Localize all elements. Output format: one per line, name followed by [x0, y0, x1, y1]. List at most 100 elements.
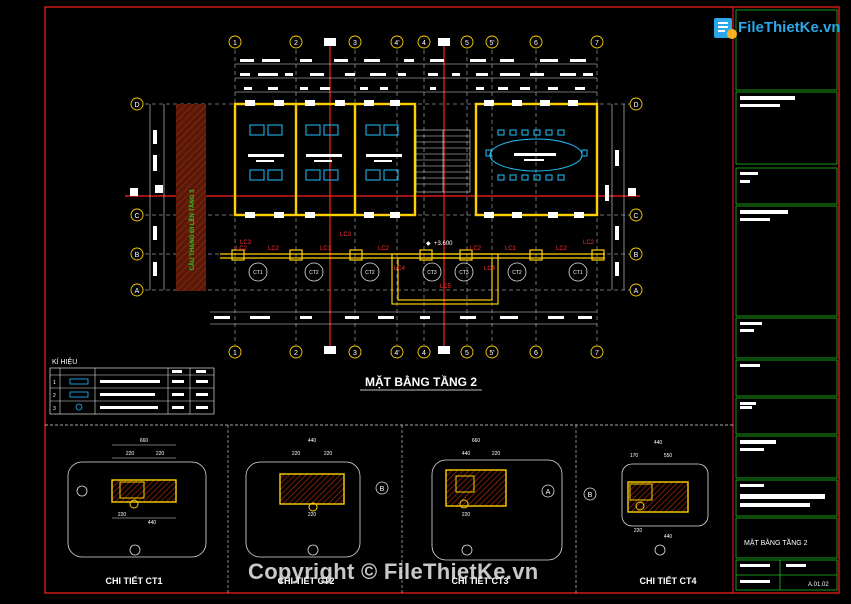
svg-text:CT2: CT2 [365, 270, 375, 276]
section-lines [125, 40, 640, 350]
dimension-text [153, 59, 619, 319]
axis-bubbles-side: DC BA DC BA [130, 97, 643, 297]
svg-text:220: 220 [634, 528, 643, 534]
detail-ct3-title: CHI TIẾT CT3 [451, 576, 508, 586]
brand-icon [714, 18, 737, 39]
svg-text:LC1: LC1 [505, 246, 517, 252]
svg-text:220: 220 [292, 451, 301, 457]
svg-text:6: 6 [534, 350, 538, 357]
left-stair-block: CẦU THANG ĐI LÊN TẦNG 3 [176, 104, 206, 291]
svg-text:220: 220 [156, 451, 165, 457]
svg-text:LC2: LC2 [378, 246, 390, 252]
svg-text:5': 5' [489, 40, 494, 47]
column-labels: CT1 CT2 CT2 CT3 CT3 CT2 CT1 [253, 270, 583, 276]
column-footings [248, 262, 588, 282]
stair-label: CẦU THANG ĐI LÊN TẦNG 3 [188, 189, 196, 271]
svg-text:C: C [633, 213, 638, 220]
detail-ct1-title: CHI TIẾT CT1 [105, 576, 162, 586]
svg-text:D: D [633, 102, 638, 109]
svg-text:LC4: LC4 [484, 266, 496, 272]
svg-text:220: 220 [462, 512, 471, 518]
svg-text:440: 440 [148, 520, 157, 526]
svg-text:CT3: CT3 [427, 270, 437, 276]
legend-title: KÍ HIỆU [52, 357, 77, 366]
svg-text:440: 440 [654, 440, 663, 446]
svg-text:D: D [134, 102, 139, 109]
svg-text:440: 440 [308, 438, 317, 444]
section-marks [324, 38, 450, 354]
svg-text:440: 440 [664, 534, 673, 540]
svg-text:◆: ◆ [426, 241, 431, 247]
svg-text:5: 5 [465, 40, 469, 47]
openings [130, 100, 636, 218]
svg-text:B: B [588, 492, 593, 499]
svg-text:LC2: LC2 [268, 246, 280, 252]
svg-text:LC3: LC3 [240, 240, 252, 246]
svg-text:LC2: LC2 [583, 240, 595, 246]
detail-ct3: A 660 440 220 220 CHI TIẾT CT3 [431, 438, 563, 586]
svg-text:LC2: LC2 [556, 246, 568, 252]
svg-text:7: 7 [595, 40, 599, 47]
svg-text:A: A [634, 288, 639, 295]
svg-text:220: 220 [126, 451, 135, 457]
grid-lines [145, 50, 630, 345]
svg-text:CT2: CT2 [512, 270, 522, 276]
svg-text:660: 660 [140, 438, 149, 444]
svg-text:170: 170 [630, 453, 639, 459]
svg-text:3: 3 [53, 406, 56, 412]
central-stair [415, 129, 471, 193]
svg-text:5': 5' [489, 350, 494, 357]
copyright-watermark: Copyright © FileThietKe.vn [248, 559, 539, 584]
svg-text:C: C [134, 213, 139, 220]
svg-text:LC1: LC1 [320, 246, 332, 252]
svg-text:1: 1 [53, 380, 56, 386]
svg-text:A: A [135, 288, 140, 295]
svg-text:4': 4' [394, 350, 399, 357]
walls [233, 102, 599, 217]
svg-text:CT1: CT1 [253, 270, 263, 276]
svg-text:220: 220 [492, 451, 501, 457]
svg-text:LC3: LC3 [340, 232, 352, 238]
floor-plan: CẦU THANG ĐI LÊN TẦNG 3 [125, 35, 643, 391]
detail-ct2-title: CHI TIẾT CT2 [277, 576, 334, 586]
title-block: MẶT BẰNG TẦNG 2 A.01.02 [735, 9, 838, 591]
svg-text:3: 3 [353, 40, 357, 47]
detail-ct1: 660 220 220 220 440 CHI TIẾT CT1 [67, 438, 207, 586]
legend: KÍ HIỆU 1 2 3 [49, 357, 215, 415]
svg-text:B: B [634, 252, 639, 259]
svg-text:1: 1 [233, 40, 237, 47]
svg-text:220: 220 [118, 512, 127, 518]
furniture [249, 124, 588, 181]
lc-labels: LC3 LC2 LC2 LC1 LC2 LC2 LC1 LC2 LC2 LC3 … [236, 232, 595, 290]
svg-text:LC5: LC5 [440, 284, 452, 290]
svg-text:5: 5 [465, 350, 469, 357]
svg-text:CT2: CT2 [309, 270, 319, 276]
plan-title: MẶT BẰNG TẦNG 2 [365, 374, 477, 389]
dimension-chains [149, 63, 625, 325]
room-labels [248, 153, 556, 162]
drawing-frame [44, 6, 840, 594]
svg-text:220: 220 [308, 512, 317, 518]
elevation-mark: +3.600 [434, 241, 453, 247]
svg-text:2: 2 [294, 350, 298, 357]
svg-text:4: 4 [422, 350, 426, 357]
svg-text:4: 4 [422, 40, 426, 47]
svg-text:660: 660 [472, 438, 481, 444]
svg-text:2: 2 [294, 40, 298, 47]
svg-text:LC2: LC2 [470, 246, 482, 252]
detail-ct4: B 440 170 550 220 440 CHI TIẾT CT4 [583, 440, 709, 586]
svg-text:6: 6 [534, 40, 538, 47]
svg-text:220: 220 [324, 451, 333, 457]
svg-text:3: 3 [353, 350, 357, 357]
detail-ct2: B 440 220 220 220 CHI TIẾT CT2 [245, 438, 389, 586]
brand-name: FileThietKe.vn [738, 19, 841, 36]
svg-text:CT3: CT3 [459, 270, 469, 276]
svg-text:1: 1 [233, 350, 237, 357]
title-block-sheet-number: A.01.02 [808, 582, 829, 588]
svg-text:A: A [546, 489, 551, 496]
detail-ct4-title: CHI TIẾT CT4 [639, 576, 696, 586]
svg-text:B: B [380, 486, 385, 493]
